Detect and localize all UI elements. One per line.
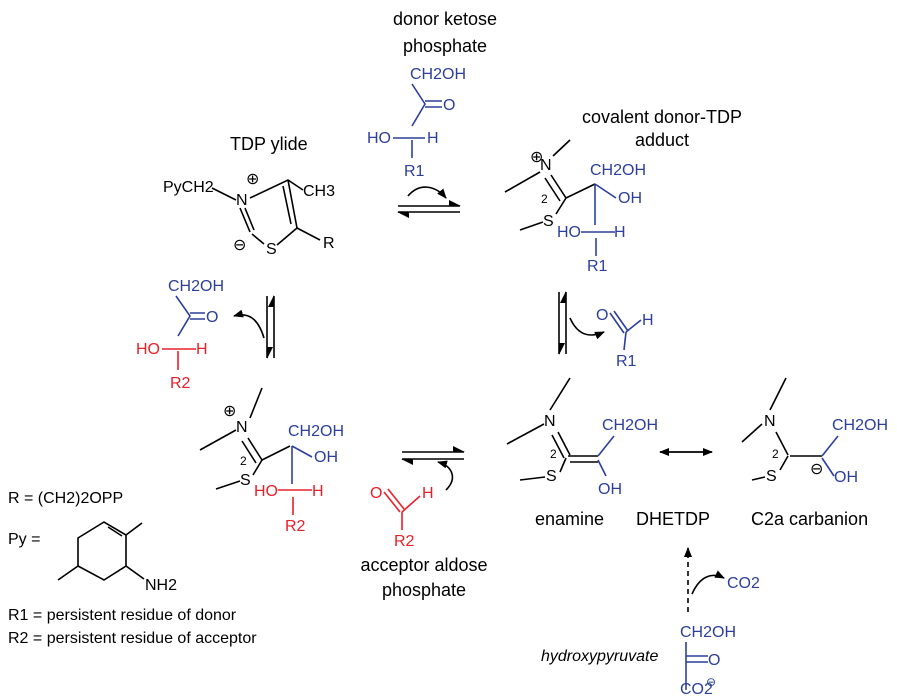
donor-ketose-label-line2: phosphate	[403, 36, 487, 56]
acc-adduct-oh: OH	[314, 449, 338, 466]
enamine-label: enamine	[535, 509, 604, 529]
hp-carboxylate-charge: ⊖	[706, 675, 716, 689]
equilibrium-ylide-acceptor-adduct	[233, 295, 275, 359]
legend-py-label: Py =	[8, 531, 40, 548]
aldehyde-o: O	[596, 307, 608, 324]
carbanion-c2-label: 2	[772, 447, 779, 461]
donor-h: H	[427, 130, 439, 147]
legend-nh2: NH2	[145, 577, 177, 594]
product-ch2oh: CH2OH	[168, 278, 224, 295]
legend-r2-definition: R2 = persistent residue of acceptor	[8, 630, 257, 647]
carbanion-ch2oh: CH2OH	[832, 417, 888, 434]
aldehyde-r1: R1	[616, 353, 637, 370]
adduct-oh: OH	[618, 190, 642, 207]
acc-adduct-h: H	[312, 483, 324, 500]
adduct-n: N	[540, 157, 552, 174]
equilibrium-ylide-adduct	[397, 186, 461, 218]
acceptor-aldose-label-line2: phosphate	[382, 580, 466, 600]
ylide-n: N	[236, 192, 248, 209]
carbanion-n: N	[764, 413, 776, 430]
adduct-s: S	[543, 213, 554, 230]
tdp-ylide: TDP ylide PyCH2 ⊕ N CH3 R S ⊖	[163, 134, 335, 258]
adduct-ch2oh: CH2OH	[590, 162, 646, 179]
product-ho: HO	[136, 341, 160, 358]
carbanion-oh: OH	[834, 469, 858, 486]
carbanion-s: S	[766, 468, 777, 485]
ylide-ch3: CH3	[303, 183, 335, 200]
ylide-minus-charge: ⊖	[233, 237, 246, 254]
aldose-o: O	[370, 485, 382, 502]
enamine-oh: OH	[598, 481, 622, 498]
ylide-s: S	[266, 241, 277, 258]
ylide-r: R	[323, 235, 335, 252]
adduct-c2-label: 2	[541, 192, 548, 206]
hp-carboxylate: CO2	[680, 681, 713, 698]
donor-r1: R1	[404, 163, 425, 180]
dhetdp-label: DHETDP	[636, 509, 710, 529]
tdp-ylide-label: TDP ylide	[230, 134, 308, 154]
aldehyde-h: H	[642, 312, 654, 329]
adduct-label-line1: covalent donor-TDP	[582, 107, 742, 127]
acc-adduct-c2-label: 2	[240, 454, 247, 468]
product-r2: R2	[170, 375, 191, 392]
equilibrium-acceptor-enamine	[401, 446, 465, 491]
enamine-c2-label: 2	[550, 447, 557, 461]
product-o: O	[206, 309, 218, 326]
released-co2: CO2	[727, 575, 760, 592]
adduct-label-line2: adduct	[635, 130, 689, 150]
c2a-carbanion-structure: N 2 S ⊖ CH2OH OH C2a carbanion	[741, 377, 888, 529]
donor-ketose-label-line1: donor ketose	[393, 9, 497, 29]
donor-ch2oh: CH2OH	[410, 66, 466, 83]
acc-adduct-r2: R2	[285, 518, 306, 535]
legend: R = (CH2)2OPP Py = NH2 R1 = persistent r…	[8, 490, 257, 647]
product-h: H	[196, 341, 208, 358]
adduct-h: H	[614, 224, 626, 241]
acc-adduct-s: S	[240, 472, 251, 489]
adduct-r1: R1	[587, 258, 608, 275]
enamine-s: S	[546, 468, 557, 485]
aldose-r2: R2	[394, 533, 415, 550]
legend-r1-definition: R1 = persistent residue of donor	[8, 607, 237, 624]
enamine-n: N	[544, 413, 556, 430]
aldose-h: H	[422, 485, 434, 502]
product-ketose: CH2OH O HO H R2	[136, 278, 224, 392]
c2a-carbanion-label: C2a carbanion	[751, 509, 868, 529]
released-donor-aldehyde: O H R1	[596, 307, 654, 370]
acc-adduct-plus-charge: ⊕	[223, 403, 236, 420]
acc-adduct-n: N	[236, 419, 248, 436]
carbanion-minus-charge: ⊖	[810, 461, 823, 478]
acc-adduct-ch2oh: CH2OH	[288, 423, 344, 440]
legend-r-definition: R = (CH2)2OPP	[8, 490, 123, 507]
covalent-donor-tdp-adduct: covalent donor-TDP adduct ⊕ N 2 S CH2OH …	[504, 107, 742, 275]
adduct-ho: HO	[557, 224, 581, 241]
donor-ketose-phosphate: donor ketose phosphate CH2OH O HO H R1	[367, 9, 497, 180]
adduct-plus-charge: ⊕	[530, 149, 543, 166]
hydroxypyruvate-label: hydroxypyruvate	[541, 648, 658, 665]
enamine-structure: N 2 S CH2OH OH enamine	[506, 377, 658, 529]
hp-carbonyl-o: O	[708, 652, 720, 669]
equilibrium-adduct-enamine	[558, 291, 605, 355]
acceptor-tdp-adduct: ⊕ N 2 S CH2OH OH HO H R2	[199, 387, 344, 535]
hp-ch2oh: CH2OH	[680, 624, 736, 641]
donor-ho: HO	[367, 130, 391, 147]
donor-carbonyl-o: O	[443, 97, 455, 114]
ylide-pych2: PyCH2	[163, 179, 214, 196]
acc-adduct-ho: HO	[254, 483, 278, 500]
hydroxypyruvate-decarboxylation: CO2 CH2OH hydroxypyruvate O CO2 ⊖	[541, 547, 760, 698]
enamine-ch2oh: CH2OH	[602, 417, 658, 434]
acceptor-aldose-phosphate: O H R2 acceptor aldose phosphate	[360, 485, 487, 600]
acceptor-aldose-label-line1: acceptor aldose	[360, 555, 487, 575]
ylide-plus-charge: ⊕	[246, 171, 259, 188]
